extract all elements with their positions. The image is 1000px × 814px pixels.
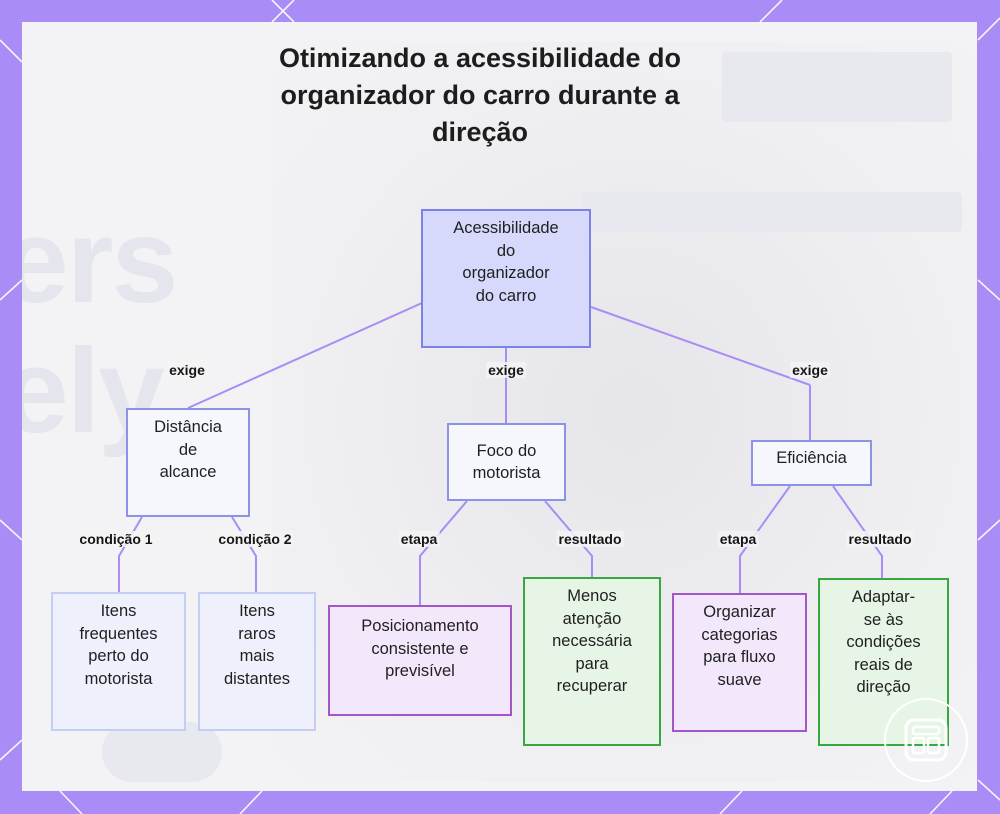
node-acessibilidade: Acessibilidade do organizador do carro (421, 209, 591, 348)
edge-label-resultado-2: resultado (846, 531, 913, 547)
node-posicionamento: Posicionamento consistente e previsível (328, 605, 512, 716)
node-eficiencia: Eficiência (751, 440, 872, 486)
link-distancia-frequentes (119, 517, 142, 592)
link-root-eficiencia (591, 307, 810, 385)
edge-label-resultado-1: resultado (556, 531, 623, 547)
logo-icon (884, 698, 968, 782)
edge-label-exige-1: exige (167, 362, 207, 378)
node-itens-frequentes: Itens frequentes perto do motorista (51, 592, 186, 731)
edge-label-exige-2: exige (486, 362, 526, 378)
edge-label-etapa-1: etapa (399, 531, 440, 547)
link-foco-posicionamento (420, 501, 467, 605)
node-distancia-alcance: Distância de alcance (126, 408, 250, 517)
node-foco-motorista: Foco do motorista (447, 423, 566, 501)
node-menos-atencao: Menos atenção necessária para recuperar (523, 577, 661, 746)
node-itens-raros: Itens raros mais distantes (198, 592, 316, 731)
logo-glyph-icon (903, 717, 949, 763)
edge-label-condicao-2: condição 2 (216, 531, 293, 547)
link-root-distancia (188, 303, 422, 408)
edge-label-exige-3: exige (790, 362, 830, 378)
node-organizar-categorias: Organizar categorias para fluxo suave (672, 593, 807, 732)
edge-label-etapa-2: etapa (718, 531, 759, 547)
link-distancia-raros (232, 517, 256, 592)
edge-label-condicao-1: condição 1 (77, 531, 154, 547)
